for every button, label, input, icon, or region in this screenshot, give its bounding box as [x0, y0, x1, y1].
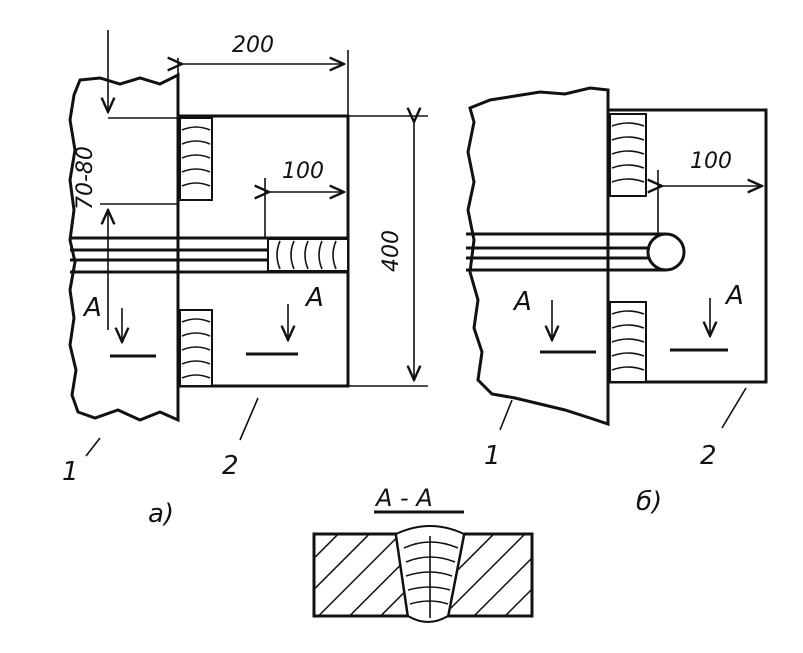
figure-b: 100 A A 1 2 б): [466, 86, 768, 517]
caption-a: а): [148, 499, 174, 529]
weld-bar-a: [267, 238, 349, 272]
bar-b: [466, 232, 666, 272]
section-mark-left-b: A: [512, 287, 596, 354]
dimension-100-a: 100: [265, 159, 344, 238]
bar-a: [70, 236, 348, 274]
section-letter-right-b: A: [724, 281, 744, 311]
bar-end-weld-b: [646, 232, 686, 272]
dim-70-80-label: 70-80: [73, 146, 98, 210]
section-title: A - A: [374, 484, 433, 512]
dim-400-label: 400: [379, 230, 404, 272]
dim-100-b-label: 100: [690, 149, 732, 174]
part-2-plate-b: [606, 108, 768, 384]
part-1-label-b: 1: [484, 441, 501, 471]
figure-a: 200 70-80 100 400 A A: [62, 30, 428, 529]
dimension-100-b: 100: [658, 110, 767, 234]
dimension-200: 200: [178, 33, 349, 116]
part-2-label-a: 2: [222, 451, 239, 481]
weld-lower-a: [179, 309, 213, 387]
section-letter-left-a: A: [82, 293, 102, 323]
section-mark-right-a: A: [246, 283, 324, 356]
section-letter-left-b: A: [512, 287, 532, 317]
weld-lower-b: [609, 301, 647, 383]
part-1-base-b: [466, 86, 610, 427]
section-mark-right-b: A: [670, 281, 744, 352]
dimension-400: 400: [348, 116, 428, 387]
part-1-label-a: 1: [62, 457, 79, 487]
section-weld-bead: [394, 525, 466, 623]
caption-b: б): [636, 487, 662, 517]
part-1-base-a: [68, 72, 180, 423]
dimension-70-80: 70-80: [73, 30, 178, 330]
dim-100-a-label: 100: [282, 159, 324, 184]
section-mark-left-a: A: [82, 293, 156, 358]
weld-upper-a: [179, 117, 213, 201]
section-plate-left: [312, 532, 410, 618]
section-a-a: A - A: [312, 484, 534, 623]
weld-upper-b: [609, 113, 647, 197]
dim-200-label: 200: [232, 33, 274, 58]
part-2-label-b: 2: [700, 441, 717, 471]
section-letter-right-a: A: [304, 283, 324, 313]
